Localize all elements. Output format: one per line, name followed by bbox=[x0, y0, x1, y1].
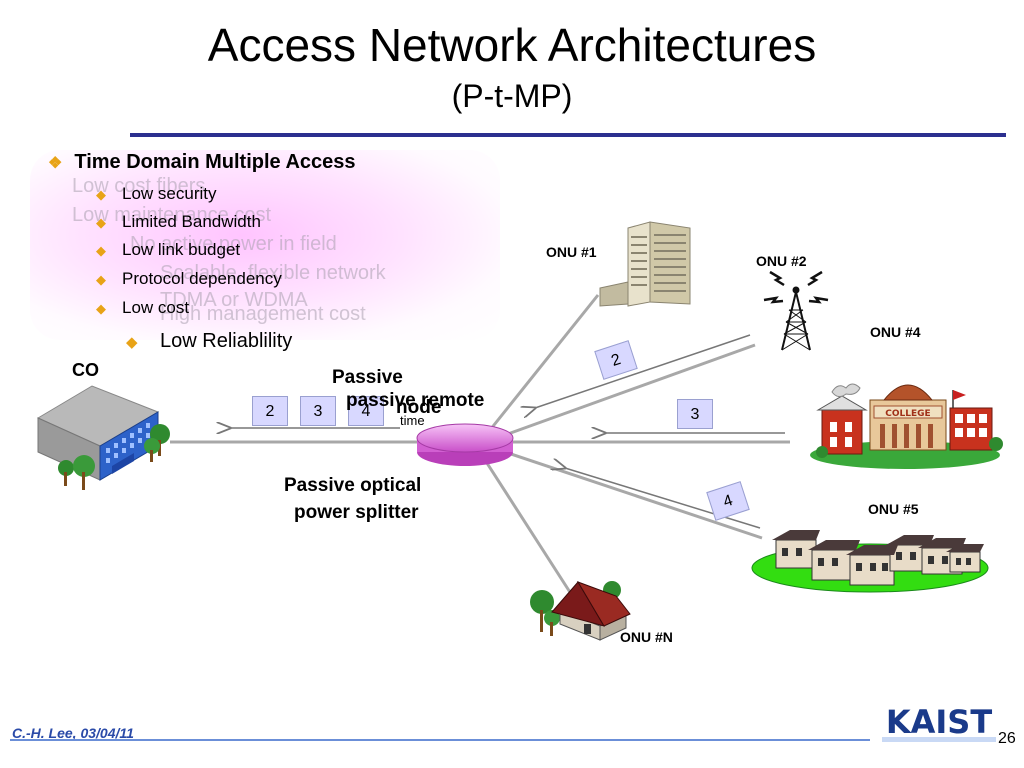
diamond-icon: ◆ bbox=[96, 272, 106, 287]
time-label: time bbox=[400, 413, 425, 428]
diamond-icon: ◆ bbox=[96, 215, 106, 230]
splitter-label-line1: Passive optical bbox=[284, 475, 422, 496]
onu5-houses-icon bbox=[751, 530, 989, 593]
onu4-label: ONU #4 bbox=[870, 324, 921, 340]
bullet-highlight bbox=[30, 150, 500, 340]
onun-label: ONU #N bbox=[620, 629, 673, 645]
packet-to-co-1: 2 bbox=[252, 396, 288, 426]
fiber-onu5 bbox=[504, 450, 763, 540]
ghost-text-3: No active power in field bbox=[130, 233, 337, 255]
diamond-icon: ◆ bbox=[96, 243, 106, 258]
node-label: node bbox=[396, 397, 442, 418]
sub-bullet-2: ◆ Limited Bandwidth bbox=[96, 212, 261, 232]
ghost-text-5: TDMA or WDMA bbox=[160, 289, 308, 311]
packet-to-co-3: 4 bbox=[348, 396, 384, 426]
onu2-antenna-tower-icon bbox=[763, 270, 829, 351]
college-sign: COLLEGE bbox=[885, 409, 930, 419]
sub-bullet-3: ◆ Low link budget bbox=[96, 240, 240, 260]
splitter-label-line2: power splitter bbox=[294, 502, 419, 523]
sub-bullet-extra: ◆ Low Reliablility bbox=[126, 330, 292, 353]
sub-bullet-1: ◆ Low security bbox=[96, 184, 216, 204]
main-bullet-text: Time Domain Multiple Access bbox=[74, 151, 356, 173]
sub-bullet-text: Protocol dependency bbox=[122, 269, 282, 288]
slide-title: Access Network Architectures bbox=[207, 19, 817, 71]
central-office-building-icon bbox=[36, 385, 170, 490]
slide-subtitle: (P-t-MP) bbox=[451, 78, 573, 114]
ghost-text-2: Low maintenance cost bbox=[72, 204, 272, 226]
diamond-icon: ◆ bbox=[126, 334, 138, 351]
onu1-building-icon bbox=[599, 221, 691, 307]
sub-bullet-text: Low Reliablility bbox=[160, 330, 293, 352]
ghost-text-1: Low cost fibers bbox=[72, 175, 206, 197]
packet-onu4: 3 bbox=[677, 399, 713, 429]
footer-author: C.-H. Lee, 03/04/11 bbox=[12, 725, 134, 741]
main-bullet: ❖ Time Domain Multiple Access bbox=[48, 151, 356, 174]
co-label: CO bbox=[72, 360, 99, 380]
sub-bullet-text: Limited Bandwidth bbox=[122, 212, 261, 231]
sub-bullet-text: Low security bbox=[122, 184, 217, 203]
diamond-icon: ◆ bbox=[96, 187, 106, 202]
packet-to-co-2: 3 bbox=[300, 396, 336, 426]
ghost-text-4: Scalable, flexible network bbox=[160, 262, 386, 284]
onu5-label: ONU #5 bbox=[868, 501, 919, 517]
bullet-diamond-icon: ❖ bbox=[48, 155, 63, 172]
footer-divider bbox=[10, 739, 870, 741]
kaist-logo-text: KAIST bbox=[886, 703, 993, 741]
title-divider bbox=[130, 133, 1006, 137]
fiber-onun bbox=[483, 459, 577, 601]
kaist-logo: KAIST bbox=[882, 703, 996, 742]
onu4-college-icon: COLLEGE bbox=[810, 383, 1003, 469]
sub-bullet-4: ◆ Protocol dependency bbox=[96, 269, 282, 289]
passive-label: Passive bbox=[332, 367, 403, 388]
arrow-from-onu2 bbox=[535, 334, 751, 408]
sub-bullet-text: Low link budget bbox=[122, 240, 241, 259]
onun-house-icon bbox=[530, 581, 631, 641]
ghost-text-6: High management cost bbox=[160, 303, 366, 325]
optical-splitter-icon bbox=[416, 423, 514, 466]
sub-bullet-5: ◆ Low cost bbox=[96, 298, 189, 318]
page-number: 26 bbox=[998, 730, 1016, 747]
diamond-icon: ◆ bbox=[96, 301, 106, 316]
fiber-onu1 bbox=[488, 294, 600, 431]
fiber-onu2 bbox=[504, 343, 756, 437]
remote-node-label: passive remote bbox=[346, 390, 485, 411]
onu1-label: ONU #1 bbox=[546, 244, 597, 260]
sub-bullet-text: Low cost bbox=[122, 298, 190, 317]
onu2-label: ONU #2 bbox=[756, 253, 807, 269]
arrow-from-onu5 bbox=[565, 468, 761, 529]
